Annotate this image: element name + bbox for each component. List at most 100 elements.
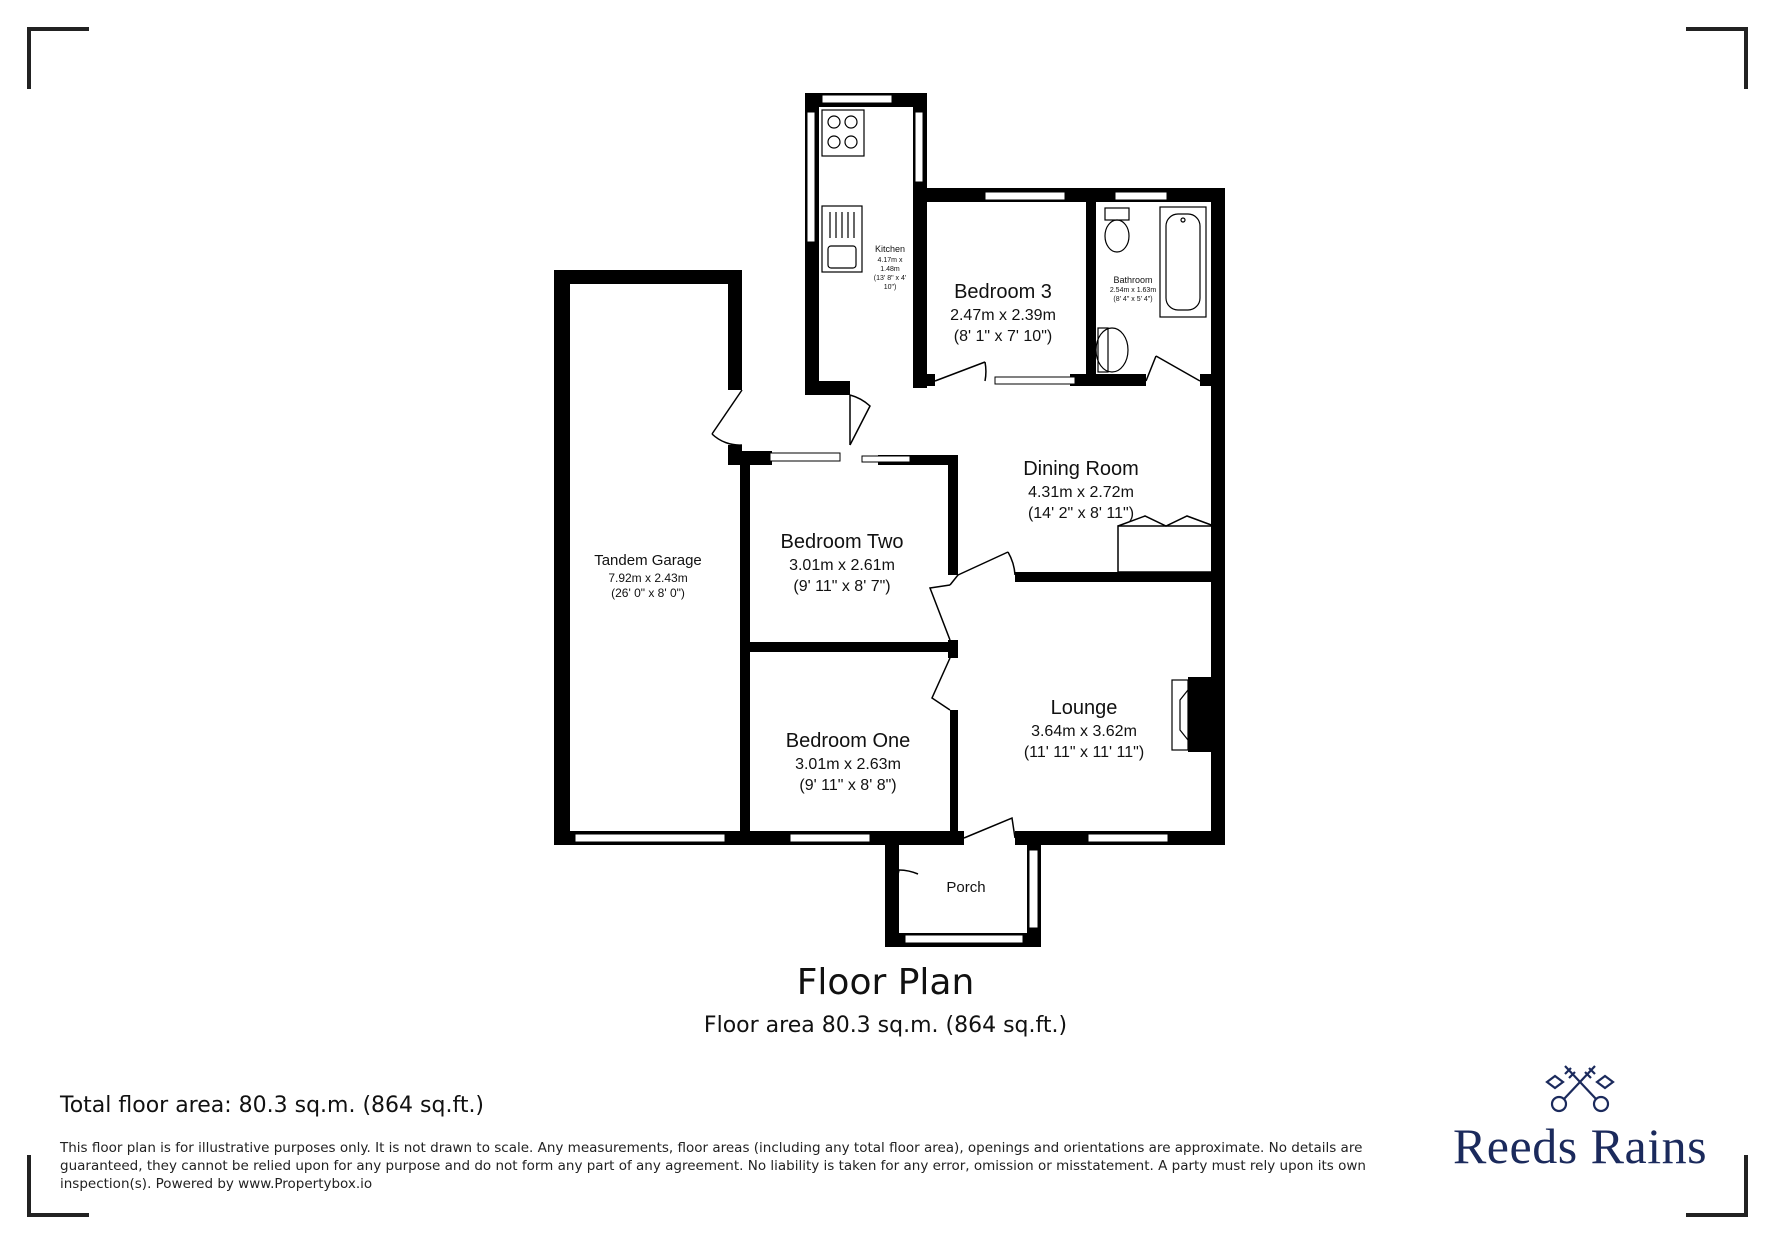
plan-title: Floor Plan xyxy=(796,962,975,1003)
cupboard xyxy=(1117,525,1215,573)
wall xyxy=(950,710,958,845)
disclaimer-text: This floor plan is for illustrative purp… xyxy=(60,1140,1366,1192)
door xyxy=(963,816,1016,839)
window xyxy=(806,111,816,243)
crop-mark-bottom-left xyxy=(27,1155,89,1217)
wall xyxy=(740,642,958,652)
toilet-bowl-icon xyxy=(1104,219,1130,253)
window xyxy=(769,452,841,462)
door xyxy=(1145,355,1157,382)
basin-stand xyxy=(1097,327,1109,373)
kitchen-name: Kitchen xyxy=(875,244,905,254)
window xyxy=(904,934,1024,944)
dining-room-dims-m: 4.31m x 2.72m xyxy=(1028,484,1134,501)
lounge-dims-m: 3.64m x 3.62m xyxy=(1031,723,1137,740)
window xyxy=(984,191,1066,201)
crop-mark-top-left xyxy=(27,27,89,89)
window xyxy=(1087,833,1169,843)
door-swing xyxy=(1007,551,1016,576)
door-swing xyxy=(849,394,871,446)
wall xyxy=(878,455,958,465)
crop-mark-top-right xyxy=(1686,27,1748,89)
hob-ring-icon xyxy=(844,115,858,129)
crop-mark-bottom-right xyxy=(1686,1155,1748,1217)
sink-icon xyxy=(821,205,863,273)
wall xyxy=(913,188,927,388)
hob-icon xyxy=(821,109,865,157)
wall xyxy=(1086,374,1146,386)
wall xyxy=(1015,572,1215,582)
window xyxy=(994,376,1076,385)
door xyxy=(934,361,986,382)
kitchen-dims-m: 4.17m x xyxy=(878,257,903,264)
door xyxy=(931,657,951,711)
bedroom-one-name: Bedroom One xyxy=(786,730,911,752)
garage-name: Tandem Garage xyxy=(594,552,702,569)
window xyxy=(861,455,911,463)
fireplace-icon xyxy=(1179,689,1189,741)
doors xyxy=(711,355,1215,921)
bedroom-two-dims-ft: (9' 11" x 8' 7") xyxy=(793,578,890,595)
bedroom-two-dims-m: 3.01m x 2.61m xyxy=(789,557,895,574)
door-swing xyxy=(898,869,919,875)
bedroom3-name: Bedroom 3 xyxy=(954,281,1052,303)
bath-plug-icon xyxy=(1180,217,1186,223)
dining-room-dims-ft: (14' 2" x 8' 11") xyxy=(1028,505,1134,522)
fixtures xyxy=(821,109,1207,751)
crossed-keys-icon xyxy=(1545,1065,1615,1113)
door-swing xyxy=(1155,355,1201,382)
window xyxy=(914,111,924,183)
total-floor-area: Total floor area: 80.3 sq.m. (864 sq.ft.… xyxy=(60,1093,485,1118)
toilet-cistern-icon xyxy=(1104,207,1130,221)
door xyxy=(928,584,951,641)
wall xyxy=(1200,374,1214,386)
door xyxy=(957,551,1009,576)
brand-logo-block: Reeds Rains xyxy=(1430,1060,1730,1174)
wall xyxy=(554,270,570,845)
room-labels: Kitchen 4.17m x 1.48m (13' 8" x 4' 10") … xyxy=(594,244,1156,896)
lounge-name: Lounge xyxy=(1051,697,1118,719)
porch-name: Porch xyxy=(946,879,985,896)
sink-bowl-icon xyxy=(827,245,857,269)
hob-ring-icon xyxy=(827,135,841,149)
window xyxy=(789,833,871,843)
bath-inner-icon xyxy=(1165,213,1201,311)
brand-name: Reeds Rains xyxy=(1452,1118,1708,1174)
wall xyxy=(554,270,742,284)
cupboard-doors xyxy=(1117,515,1215,527)
hob-ring-icon xyxy=(827,115,841,129)
window xyxy=(1114,191,1168,201)
door xyxy=(887,869,900,921)
wall xyxy=(885,831,899,947)
wall xyxy=(913,374,935,386)
door xyxy=(711,389,743,435)
bath-icon xyxy=(1159,206,1207,318)
kitchen-dims-ft2: 10") xyxy=(884,284,897,291)
bedroom-one-dims-ft: (9' 11" x 8' 8") xyxy=(799,777,896,794)
dining-room-name: Dining Room xyxy=(1023,458,1139,480)
windows xyxy=(574,94,1169,944)
basin-icon xyxy=(1095,327,1129,373)
lounge-dims-ft: (11' 11" x 11' 11") xyxy=(1024,744,1144,761)
door-swing xyxy=(711,433,743,446)
kitchen-dims-ft: (13' 8" x 4' xyxy=(874,275,906,282)
wall xyxy=(948,455,958,575)
garage-dims-ft: (26' 0" x 8' 0") xyxy=(611,586,685,600)
chimney-breast xyxy=(1188,677,1214,752)
garage-dims-m: 7.92m x 2.43m xyxy=(608,571,687,585)
door-jamb xyxy=(949,574,959,586)
bedroom3-dims-ft: (8' 1" x 7' 10") xyxy=(954,328,1052,345)
window xyxy=(574,833,726,843)
kitchen-dims-m2: 1.48m xyxy=(880,266,900,273)
bathroom-dims-ft: (8' 4" x 5' 4") xyxy=(1113,296,1152,303)
bathroom-dims-m: 2.54m x 1.63m xyxy=(1110,287,1156,294)
window xyxy=(821,94,893,104)
wall xyxy=(1086,188,1096,386)
bedroom-one-dims-m: 3.01m x 2.63m xyxy=(795,756,901,773)
bedroom3-dims-m: 2.47m x 2.39m xyxy=(950,307,1056,324)
hob-ring-icon xyxy=(844,135,858,149)
door-swing xyxy=(984,361,987,382)
wall xyxy=(948,640,958,658)
bedroom-two-name: Bedroom Two xyxy=(780,531,903,553)
